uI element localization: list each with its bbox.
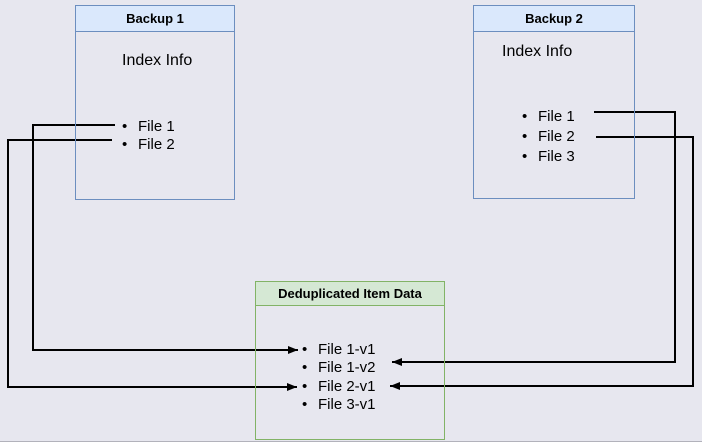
bullet-icon [302,378,318,395]
list-item: File 2 [122,135,175,153]
node-dedup: Deduplicated Item Data File 1-v1 File 1-… [255,281,445,440]
node-backup1: Backup 1 Index Info File 1 File 2 [75,5,235,200]
list-item-label: File 1 [138,117,175,135]
list-item-label: File 1-v1 [318,340,376,358]
window-bottom-edge [0,440,702,442]
bullet-icon [122,118,138,135]
list-item: File 3-v1 [302,396,376,415]
bullet-icon [522,148,538,165]
node-backup2-title: Backup 2 [474,6,634,32]
node-backup1-title: Backup 1 [76,6,234,32]
list-item-label: File 3 [538,147,575,165]
node-backup1-label: Index Info [122,52,193,69]
list-item: File 1-v1 [302,340,376,359]
list-item: File 2-v1 [302,377,376,396]
bullet-icon [522,128,538,145]
list-item: File 1 [522,106,575,126]
list-item: File 2 [522,126,575,146]
node-dedup-file-list: File 1-v1 File 1-v2 File 2-v1 File 3-v1 [302,340,376,414]
list-item: File 1 [122,117,175,135]
bullet-icon [122,136,138,153]
node-dedup-title: Deduplicated Item Data [256,282,444,306]
bullet-icon [302,341,318,358]
bullet-icon [302,359,318,376]
node-backup1-file-list: File 1 File 2 [122,117,175,153]
list-item-label: File 1 [538,107,575,125]
list-item-label: File 3-v1 [318,396,376,414]
list-item-label: File 2 [138,135,175,153]
list-item-label: File 1-v2 [318,359,376,377]
bullet-icon [522,108,538,125]
bullet-icon [302,396,318,413]
list-item: File 3 [522,146,575,166]
list-item-label: File 2-v1 [318,377,376,395]
node-backup2-file-list: File 1 File 2 File 3 [522,106,575,166]
node-backup2: Backup 2 Index Info File 1 File 2 File 3 [473,5,635,199]
list-item-label: File 2 [538,127,575,145]
node-backup2-label: Index Info [502,43,573,60]
list-item: File 1-v2 [302,359,376,378]
